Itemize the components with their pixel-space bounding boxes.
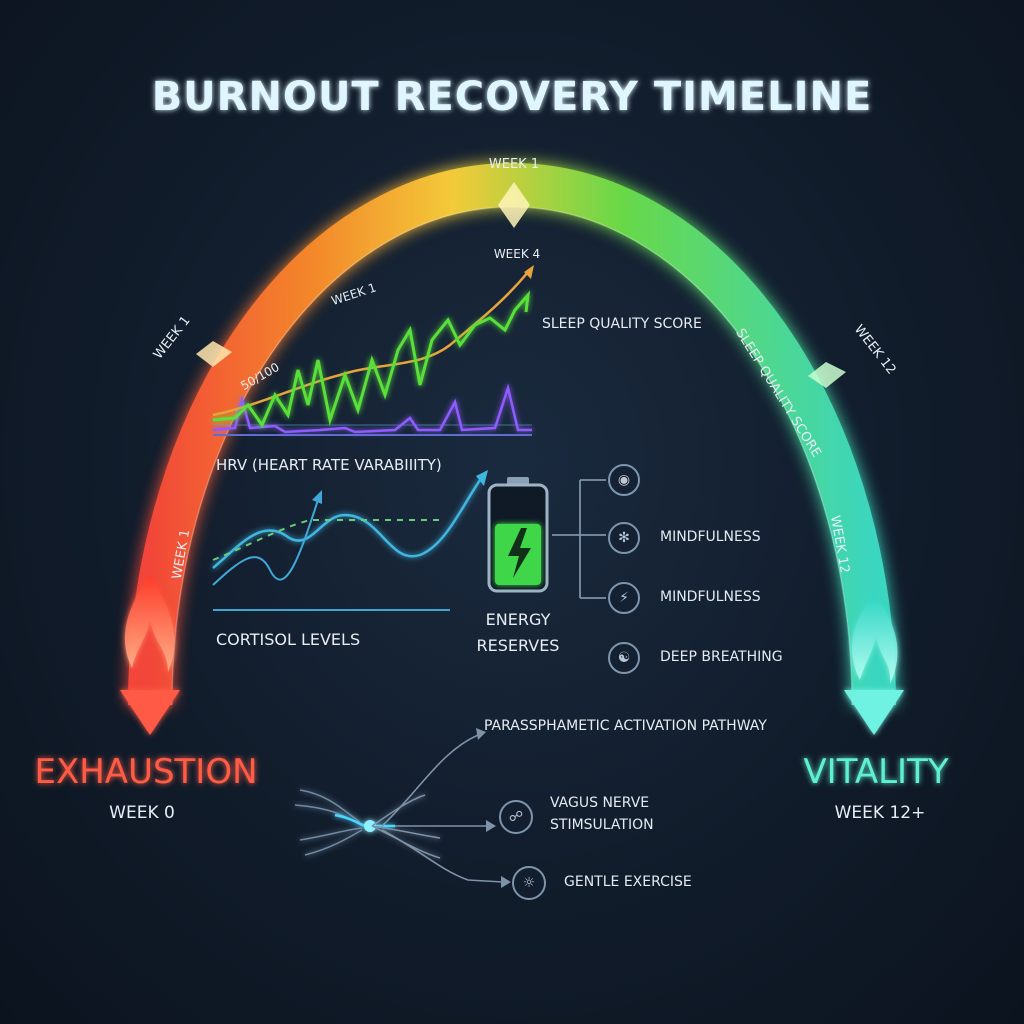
arc-label-top: WEEK 1 <box>489 157 539 172</box>
energy-label-line2: RESERVES <box>477 636 560 655</box>
marker-diamond-right <box>808 362 846 388</box>
sleep-green-series <box>212 290 531 429</box>
arc-end-arrow-left <box>120 690 180 735</box>
sleep-orange-arrowhead <box>524 265 534 279</box>
hrv-chart <box>212 470 488 611</box>
arc-label-left-upper: WEEK 1 <box>151 313 194 362</box>
lungs-icon: ☯ <box>617 650 631 666</box>
pathway-node-vagus: ☍ <box>499 800 533 834</box>
sleep-purple-series <box>212 383 532 434</box>
intervention-node-2: ✻ <box>608 522 640 554</box>
ear-icon: ☍ <box>508 809 524 825</box>
pathway-arrowhead-lower <box>501 876 511 888</box>
arc-label-right-upper: WEEK 12 <box>851 322 899 377</box>
cortisol-label: CORTISOL LEVELS <box>216 630 360 649</box>
page-title: BURNOUT RECOVERY TIMELINE <box>152 74 873 120</box>
sleep-week-label-a: WEEK 1 <box>330 280 378 308</box>
vagus-label-line1: VAGUS NERVE <box>550 795 650 811</box>
intervention-node-1: ◉ <box>608 464 640 496</box>
energy-battery <box>487 477 549 593</box>
intervention-label-4: DEEP BREATHING <box>660 649 783 665</box>
intervention-label-2: MINDFULNESS <box>660 529 761 545</box>
hrv-secondary-wave <box>212 499 319 586</box>
vitality-label: VITALITY <box>803 752 948 792</box>
brain-icon: ◉ <box>617 472 631 488</box>
hrv-arrowhead <box>476 470 488 486</box>
exhaustion-week: WEEK 0 <box>109 803 175 823</box>
hrv-main-wave <box>212 479 482 569</box>
intervention-label-3: MINDFULNESS <box>660 589 761 605</box>
exhaustion-label: EXHAUSTION <box>34 752 257 792</box>
arc-end-arrow-right <box>844 690 904 735</box>
hrv-dashed-baseline <box>212 519 445 561</box>
intervention-node-3: ⚡ <box>608 582 640 614</box>
flame-icon-right <box>851 595 898 684</box>
lightning-icon <box>508 528 531 578</box>
intervention-connectors <box>552 479 606 599</box>
marker-diamond-top <box>498 182 530 228</box>
pathway-arrowhead-middle <box>486 820 496 832</box>
pathway-arrow-lower <box>381 829 504 883</box>
flame-icon-left <box>124 575 175 672</box>
exercise-label: GENTLE EXERCISE <box>564 874 692 890</box>
pathway-arrow-up <box>381 734 479 827</box>
pathway-node-exercise: ☼ <box>512 866 546 900</box>
hrv-label: HRV (HEART RATE VARABIIITY) <box>216 456 442 474</box>
sleep-quality-label: SLEEP QUALITY SCORE <box>542 316 702 332</box>
marker-diamond-left <box>196 341 232 367</box>
lotus-icon: ✻ <box>618 530 630 546</box>
pathway-title: PARASSPHAMETIC ACTIVATION PATHWAY <box>484 718 767 734</box>
pathway-arrowhead-up <box>476 728 486 740</box>
vagus-label-line2: STIMSULATION <box>550 817 654 833</box>
intervention-node-4: ☯ <box>608 642 640 674</box>
shield-icon: ⚡ <box>619 590 629 606</box>
hrv-secondary-arrowhead <box>312 490 322 504</box>
sleep-week-label-b: WEEK 4 <box>494 247 540 261</box>
nerve-bundle <box>294 789 441 859</box>
globe-icon: ☼ <box>522 875 536 891</box>
vitality-week: WEEK 12+ <box>835 803 926 823</box>
energy-label-line1: ENERGY <box>486 610 551 629</box>
